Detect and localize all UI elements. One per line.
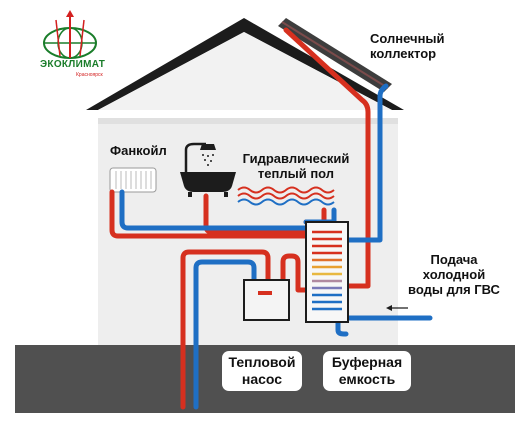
logo-subtitle: Красноярск: [76, 72, 103, 78]
buffer-tank-coils: [312, 230, 342, 311]
ceiling-slab: [98, 118, 398, 124]
cold-water-label-line-2: холодной: [422, 267, 486, 282]
heat-pump-label-line-1: Тепловой: [228, 354, 296, 370]
attic: [98, 32, 392, 110]
bathtub-icon: [180, 142, 236, 197]
fancoil-grille: [115, 171, 152, 189]
buffer-tank-box: [305, 221, 349, 323]
solar-collector-label-line-1: Солнечный: [370, 31, 445, 46]
buffer-tank-label-line-2: емкость: [338, 371, 396, 387]
cold-water-label-line-3: воды для ГВС: [408, 282, 500, 297]
floor-heating-label-line-1: Гидравлический: [242, 151, 350, 166]
buffer-tank-label: Буферная емкость: [323, 351, 411, 391]
floor-heating-icon: [237, 186, 335, 206]
solar-panel-line: [281, 21, 389, 89]
heat-pump-label: Тепловой насос: [222, 351, 302, 391]
cold-water-label: Подача холодной воды для ГВС: [406, 252, 502, 297]
floor-heating-label: Гидравлический теплый пол: [242, 151, 350, 181]
cold-water-label-line-1: Подача: [430, 252, 478, 267]
heat-pump-indicator: [258, 291, 272, 295]
heat-pump-label-line-2: насос: [241, 371, 283, 387]
heat-pump-box: [243, 279, 290, 321]
buffer-tank-label-line-1: Буферная: [331, 354, 403, 370]
solar-collector-label: Солнечный коллектор: [370, 31, 445, 61]
logo-name: ЭКОКЛИМАТ: [40, 59, 106, 70]
fancoil-label: Фанкойл: [110, 143, 167, 158]
fancoil-unit: [109, 167, 157, 193]
logo-globe-icon: [43, 10, 97, 59]
cold-water-arrow: [386, 305, 408, 311]
floor-heating-label-line-2: теплый пол: [257, 166, 335, 181]
solar-collector-label-line-2: коллектор: [370, 46, 437, 61]
